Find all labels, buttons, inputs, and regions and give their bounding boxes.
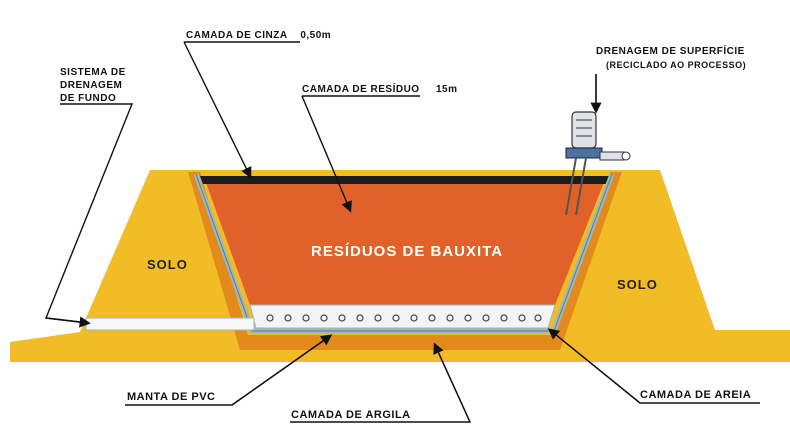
drain-holes	[266, 314, 542, 322]
label-manta-pvc: MANTA DE PVC	[127, 391, 216, 403]
camada-cinza-value: 0,50m	[300, 30, 332, 41]
label-sistema-drenagem: SISTEMA DE DRENAGEM DE FUNDO	[60, 66, 126, 105]
ash-layer	[200, 176, 610, 184]
sistema-drenagem-line3: DE FUNDO	[60, 93, 117, 104]
sand-layer	[249, 304, 556, 329]
label-drenagem-superficie-note: (RECICLADO AO PROCESSO)	[606, 60, 747, 70]
camada-cinza-text: CAMADA DE CINZA	[186, 30, 288, 41]
label-camada-residuo: CAMADA DE RESÍDUO 15m	[302, 84, 458, 95]
camada-residuo-value: 15m	[435, 84, 458, 95]
label-camada-argila: CAMADA DE ARGILA	[291, 409, 411, 421]
label-camada-areia: CAMADA DE AREIA	[640, 389, 752, 401]
label-solo-left: SOLO	[147, 257, 188, 272]
label-residuos-bauxita: RESÍDUOS DE BAUXITA	[311, 243, 504, 260]
sistema-drenagem-line2: DRENAGEM	[60, 80, 123, 91]
label-camada-cinza: CAMADA DE CINZA 0,50m	[186, 30, 331, 41]
camada-residuo-text: CAMADA DE RESÍDUO	[302, 84, 420, 95]
label-solo-right: SOLO	[617, 277, 658, 292]
residue-body	[205, 180, 605, 305]
leader-lines	[45, 41, 760, 423]
pvc-liner-edge	[195, 173, 613, 332]
label-drenagem-superficie: DRENAGEM DE SUPERFÍCIE	[596, 46, 745, 57]
sistema-drenagem-line1: SISTEMA DE	[60, 67, 126, 78]
pump-icon	[565, 111, 631, 216]
bottom-drain-pipe	[85, 317, 255, 331]
